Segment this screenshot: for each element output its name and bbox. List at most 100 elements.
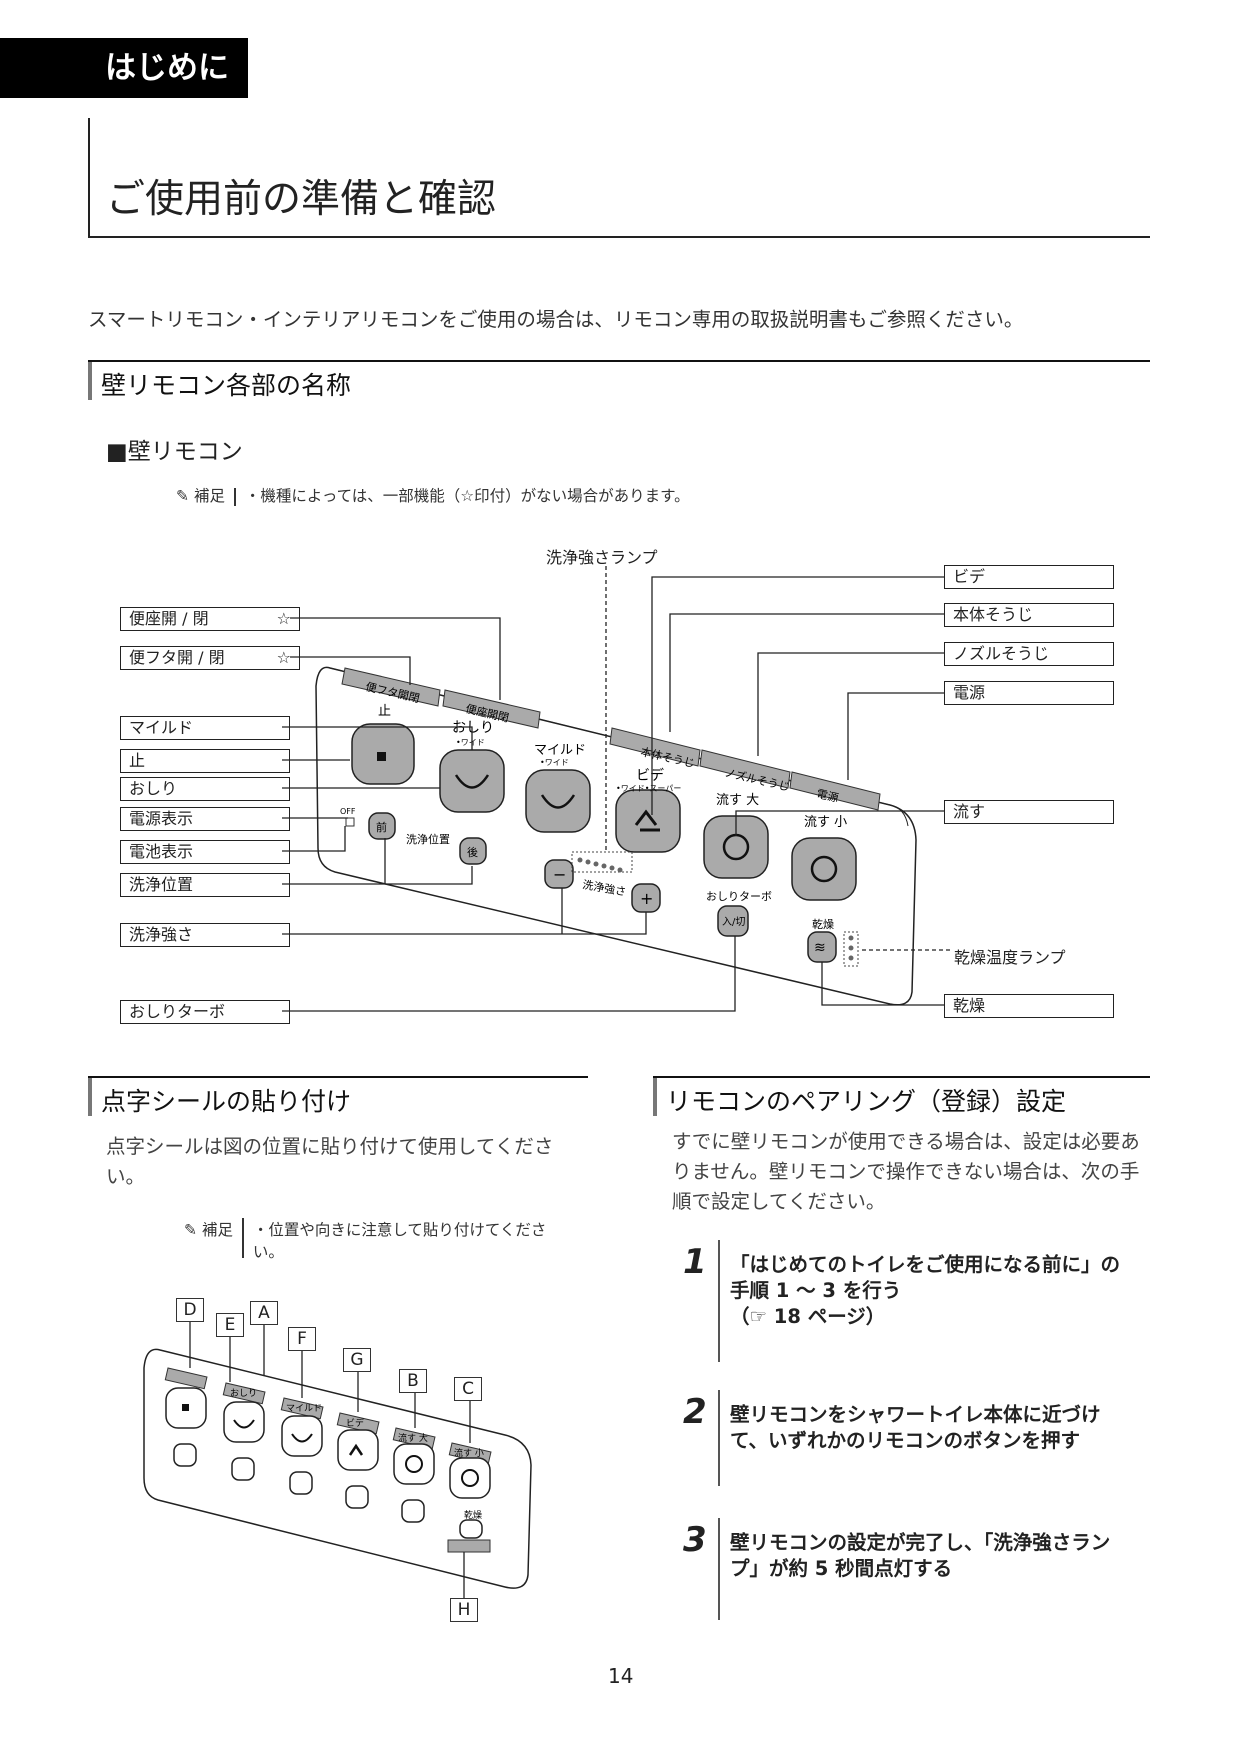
callout-body-clean: 本体そうじ xyxy=(944,603,1114,627)
battery-indicator xyxy=(345,817,355,827)
callout-dry: 乾燥 xyxy=(944,994,1114,1018)
callout-lid-open-close: 便フタ開 / 閉☆ xyxy=(120,646,300,670)
callout-power: 電源 xyxy=(944,681,1114,705)
section-heading-braille: 点字シールの貼り付け xyxy=(101,1087,352,1116)
callout-dry-temp-lamp: 乾燥温度ランプ xyxy=(954,948,1066,967)
note-text: ・機種によっては、一部機能（☆印付）がない場合があります。 xyxy=(244,487,690,505)
section-marker xyxy=(653,1078,657,1116)
step-3-text: 壁リモコンの設定が完了し、「洗浄強さラン プ」が約 5 秒間点灯する xyxy=(730,1531,1111,1580)
svg-text:おしり: おしり xyxy=(230,1388,257,1399)
mild-button xyxy=(525,769,591,833)
turbo-button xyxy=(717,905,749,937)
svg-text:止: 止 xyxy=(378,704,391,719)
seat-label-strip xyxy=(442,689,541,729)
pencil-icon: ✎ xyxy=(176,487,189,505)
svg-text:OFF: OFF xyxy=(340,807,356,816)
braille-letter: B xyxy=(399,1369,427,1393)
title-rule-vertical xyxy=(88,118,90,238)
mild-icon xyxy=(540,794,576,809)
step-2-text: 壁リモコンをシャワートイレ本体に近づけ て、いずれかのリモコンのボタンを押す xyxy=(730,1403,1101,1452)
strip-text: 電源 xyxy=(815,786,840,805)
pencil-icon: ✎ xyxy=(184,1221,197,1239)
svg-text:乾燥: 乾燥 xyxy=(464,1509,482,1521)
subheading-wall-remote: ■壁リモコン xyxy=(106,439,243,465)
callout-seat-open-close: 便座開 / 閉☆ xyxy=(120,607,300,631)
bidet-button xyxy=(615,789,681,853)
callout-nozzle-clean: ノズルそうじ xyxy=(944,642,1114,666)
svg-text:乾燥: 乾燥 xyxy=(812,918,834,931)
back-button xyxy=(459,837,487,865)
section-heading-wall-remote: 壁リモコン各部の名称 xyxy=(101,371,352,400)
note-label: 補足 xyxy=(201,1221,233,1239)
braille-text: 点字シールは図の位置に貼り付けて使用してください。 xyxy=(106,1135,554,1188)
callout-flush: 流す xyxy=(944,800,1114,824)
callout-stop: 止 xyxy=(120,749,290,773)
flush-small-button xyxy=(791,837,857,901)
step-rule xyxy=(718,1240,720,1362)
svg-text:≋: ≋ xyxy=(814,940,826,956)
step-number: 3 xyxy=(683,1520,707,1560)
front-button xyxy=(368,812,396,840)
star-icon: ☆ xyxy=(276,648,291,667)
braille-letter: D xyxy=(176,1298,204,1322)
braille-letter: G xyxy=(343,1348,371,1372)
section-rule xyxy=(88,1076,588,1078)
svg-text:前: 前 xyxy=(376,820,387,834)
note-label: 補足 xyxy=(193,487,225,505)
section-rule xyxy=(653,1076,1150,1078)
svg-text:入/切: 入/切 xyxy=(722,916,745,928)
svg-text:•ワイド: •ワイド xyxy=(540,758,569,767)
intro-text: スマートリモコン・インテリアリモコンをご使用の場合は、リモコン専用の取扱説明書も… xyxy=(88,308,1024,331)
svg-text:おしり: おしり xyxy=(452,720,494,736)
svg-text:マイルド: マイルド xyxy=(534,743,586,758)
note-separator xyxy=(233,487,236,506)
page-number: 14 xyxy=(608,1664,634,1688)
minus-button xyxy=(544,859,574,889)
pairing-text: すでに壁リモコンが使用できる場合は、設定は必要ありません。壁リモコンで操作できな… xyxy=(672,1130,1140,1213)
body-clean-strip xyxy=(609,727,701,767)
svg-text:流す 大: 流す 大 xyxy=(398,1432,428,1444)
bidet-icon xyxy=(634,809,660,832)
callout-strength-lamp: 洗浄強さランプ xyxy=(546,548,658,567)
braille-letter: F xyxy=(288,1327,316,1351)
oshiri-icon xyxy=(454,774,490,789)
braille-letter: H xyxy=(450,1598,478,1622)
power-strip xyxy=(789,771,881,811)
svg-text:洗浄位置: 洗浄位置 xyxy=(406,832,450,846)
callout-wash-strength: 洗浄強さ xyxy=(120,923,290,947)
callout-oshiri: おしり xyxy=(120,777,290,801)
lid-label-strip xyxy=(341,667,441,707)
note-separator xyxy=(241,1218,244,1258)
page-title: ご使用前の準備と確認 xyxy=(106,177,497,222)
section-rule xyxy=(88,360,1150,362)
svg-text:•ワイド•スーパー: •ワイド•スーパー xyxy=(616,784,681,793)
note-2: ✎ 補足 ・位置や向きに注意して貼り付けてください。 xyxy=(184,1218,584,1262)
braille-letter: E xyxy=(216,1313,244,1337)
step-1-text: 「はじめてのトイレをご使用になる前に」の 手順 1 ～ 3 を行う （☞ 18 … xyxy=(730,1253,1121,1328)
section-heading-pairing: リモコンのペアリング（登録）設定 xyxy=(666,1087,1067,1116)
svg-text:ビデ: ビデ xyxy=(636,767,664,784)
flush-small-icon xyxy=(810,855,838,883)
callout-bidet: ビデ xyxy=(944,565,1114,589)
svg-text:流す 小: 流す 小 xyxy=(804,815,847,830)
braille-letter: C xyxy=(454,1377,482,1401)
callout-battery-indicator: 電池表示 xyxy=(120,840,290,864)
note-1: ✎ 補足 ・機種によっては、一部機能（☆印付）がない場合があります。 xyxy=(176,484,690,506)
callout-mild: マイルド xyxy=(120,716,290,740)
svg-text:おしりターボ: おしりターボ xyxy=(706,890,772,903)
section-marker xyxy=(88,1078,92,1116)
nozzle-clean-strip xyxy=(699,749,791,789)
step-number: 1 xyxy=(683,1242,707,1282)
svg-text:−: − xyxy=(553,865,566,884)
callout-oshiri-turbo: おしりターボ xyxy=(120,1000,290,1024)
strength-lamp xyxy=(571,851,633,873)
note-text: ・位置や向きに注意して貼り付けてください。 xyxy=(252,1221,547,1261)
callout-wash-position: 洗浄位置 xyxy=(120,873,290,897)
section-marker xyxy=(88,362,92,400)
stop-icon xyxy=(377,752,386,761)
braille-letter: A xyxy=(250,1301,278,1325)
svg-text:マイルド: マイルド xyxy=(286,1404,322,1414)
svg-text:後: 後 xyxy=(467,845,478,859)
svg-text:•ワイド: •ワイド xyxy=(456,738,485,747)
